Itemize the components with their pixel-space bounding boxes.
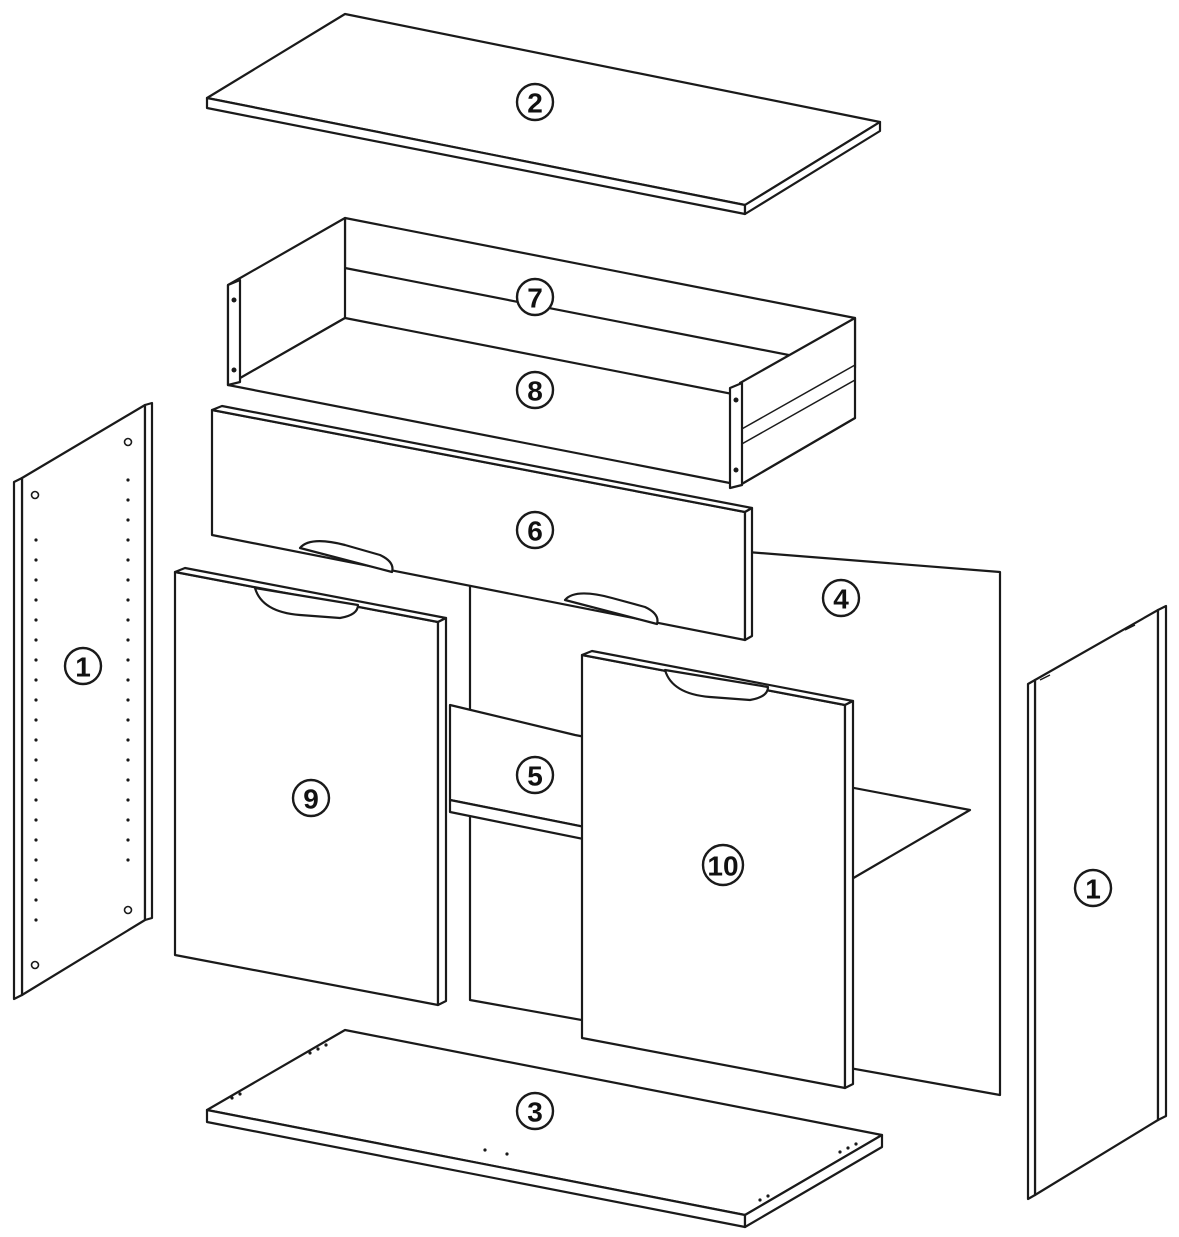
part-number-door-right: 10 — [707, 851, 738, 882]
part-number-side-panel-left: 1 — [75, 652, 91, 683]
part-label-side-panel-left: 1 — [63, 646, 103, 686]
part-label-drawer-bottom: 8 — [515, 370, 555, 410]
part-number-drawer-front: 6 — [527, 516, 543, 547]
part-number-drawer-bottom: 8 — [527, 376, 543, 407]
part-label-door-right: 10 — [701, 843, 745, 887]
dowel-holes-bottom — [230, 1043, 858, 1202]
part-label-top-panel: 2 — [515, 82, 555, 122]
side-panel-left — [12, 401, 154, 1001]
part-label-drawer-front: 6 — [515, 510, 555, 550]
part-label-bottom-panel: 3 — [515, 1091, 555, 1131]
part-number-drawer-box: 7 — [527, 283, 543, 314]
part-label-drawer-box: 7 — [515, 277, 555, 317]
part-label-shelf: 5 — [515, 755, 555, 795]
shelf-pin-holes-left — [34, 478, 130, 922]
part-number-top-panel: 2 — [527, 88, 543, 119]
part-number-back-panel: 4 — [833, 584, 849, 615]
part-label-side-panel-right: 1 — [1073, 868, 1113, 908]
part-number-bottom-panel: 3 — [527, 1097, 543, 1128]
part-label-back-panel: 4 — [821, 578, 861, 618]
part-number-door-left: 9 — [303, 784, 319, 815]
part-number-shelf: 5 — [527, 761, 543, 792]
part-number-side-panel-right: 1 — [1085, 874, 1101, 905]
part-label-door-left: 9 — [291, 778, 331, 818]
drawer-front — [210, 404, 754, 642]
